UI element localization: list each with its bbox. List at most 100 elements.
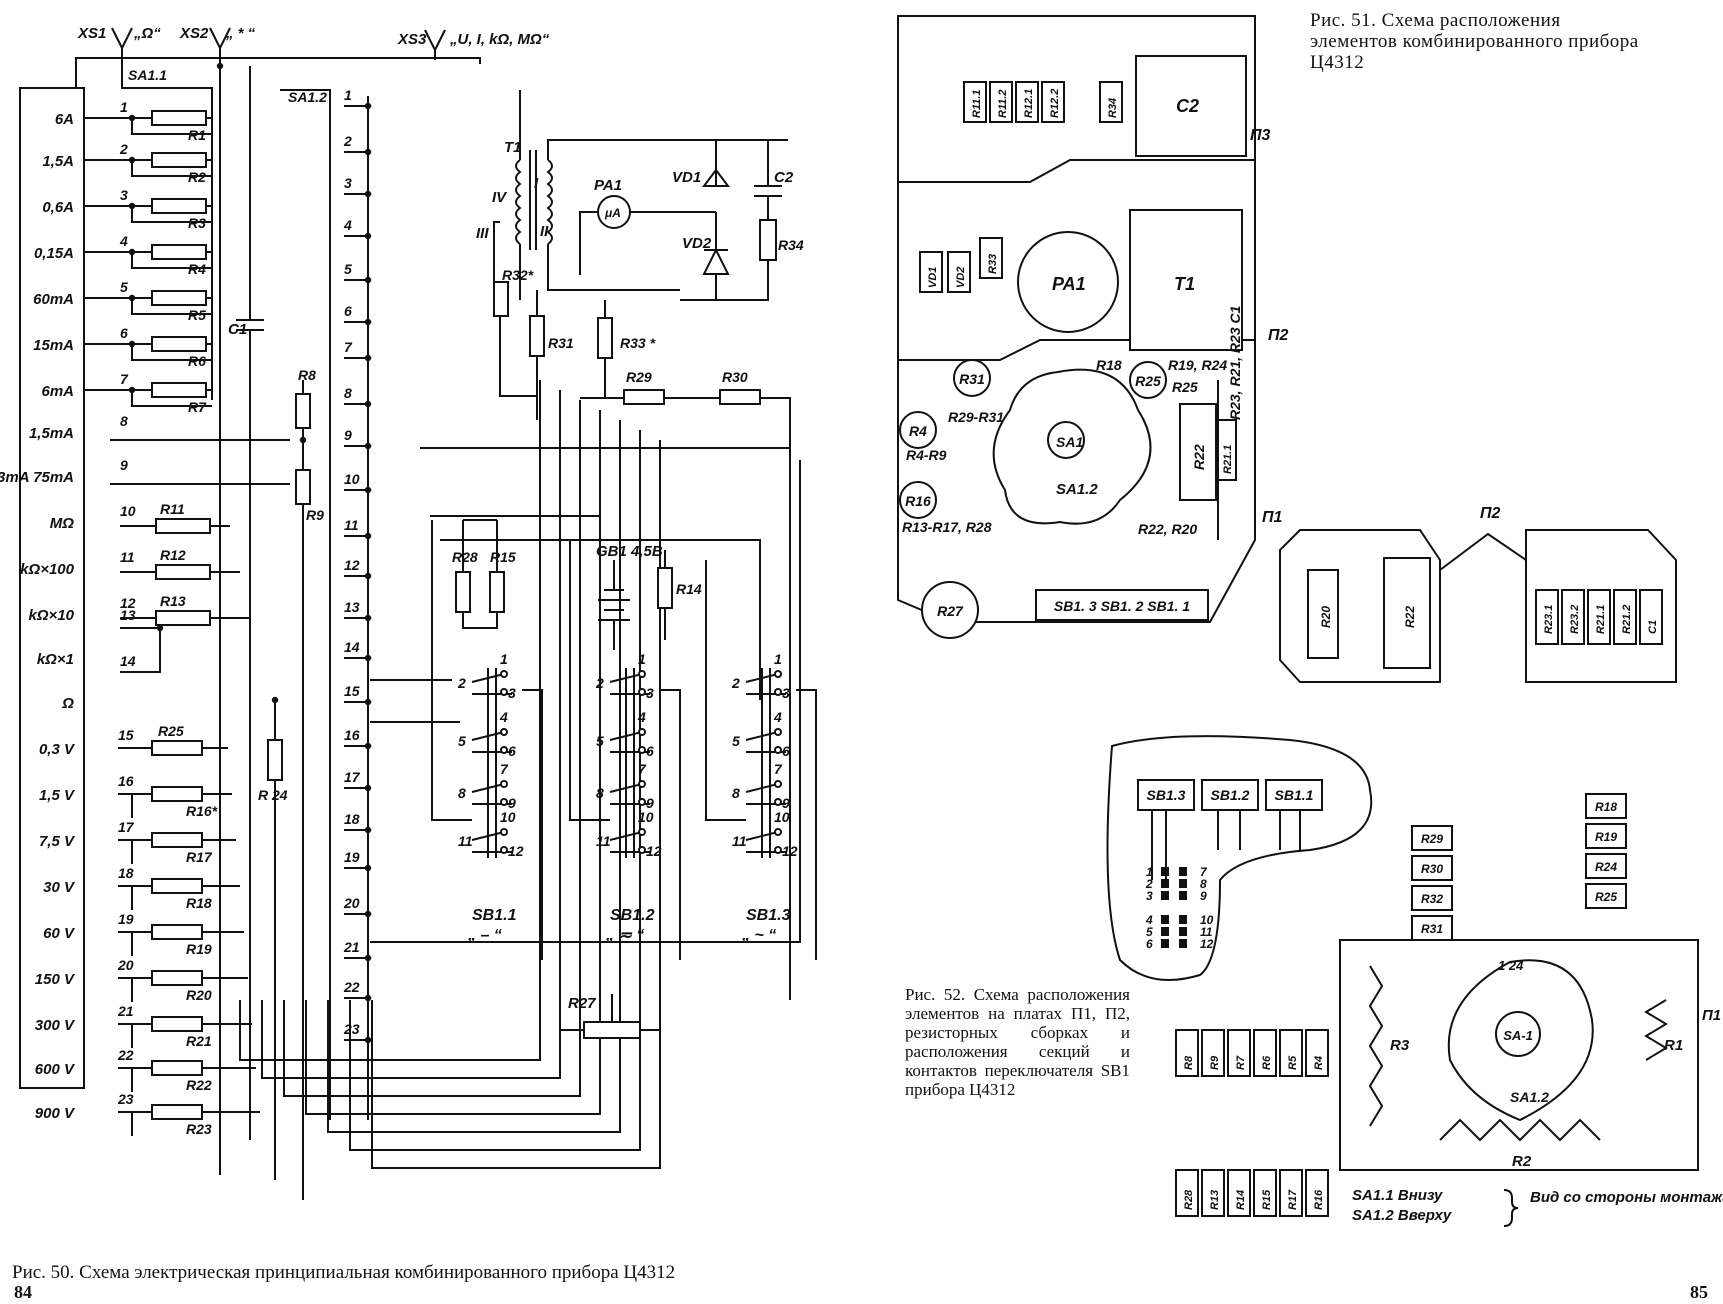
part-C1	[1639, 589, 1663, 645]
r22-label: R22	[1191, 444, 1207, 470]
circle-label: R27	[937, 603, 964, 619]
pa1-label: PA1	[594, 177, 622, 194]
legend-line1: SA1.1 Внизу	[1352, 1187, 1443, 1204]
range-label: 1,5 V	[39, 787, 76, 804]
sb-contact-point	[638, 746, 646, 754]
stack-label: R14	[1235, 1190, 1247, 1210]
sb-section-mode: „ ≂ “	[605, 927, 644, 944]
part-R34	[1099, 81, 1123, 123]
part-label: R11.1	[971, 89, 983, 118]
wire-return-bus	[305, 410, 601, 1115]
wire-top-bus	[75, 57, 481, 88]
contact-pad	[1179, 927, 1187, 936]
t1-label: T1	[504, 139, 522, 156]
circle-R4	[899, 411, 937, 449]
resistor-r9	[295, 469, 311, 505]
part-VD1	[919, 251, 943, 293]
circle-label: R25	[1135, 373, 1161, 389]
junction-dot	[156, 624, 164, 632]
part-R23.1	[1535, 589, 1559, 645]
meter-unit: μA	[604, 206, 621, 220]
sb-contact-point	[774, 846, 782, 854]
part-label: R23.2	[1569, 605, 1581, 634]
circle-label: R16	[905, 493, 931, 509]
p2-detail-right	[1525, 529, 1677, 683]
part-label: VD2	[955, 267, 967, 288]
resistor-R11	[155, 518, 211, 534]
resistor-r27	[583, 1021, 641, 1039]
zigzag-r1	[1644, 999, 1668, 1061]
pos-number: 21	[117, 1003, 134, 1019]
sb-contact-number: 10	[774, 809, 790, 825]
junction-dot	[364, 954, 372, 962]
part-R21.2	[1613, 589, 1637, 645]
wire-sb-bus	[420, 447, 790, 700]
battery-gb1	[598, 589, 630, 621]
resistor-label: R12	[160, 547, 186, 563]
stack-label: R8	[1183, 1055, 1195, 1070]
resistor-R1	[151, 110, 207, 126]
resistor-label: R23	[186, 1121, 212, 1137]
sb-contact-point	[638, 728, 646, 736]
pos-number: 22	[117, 1047, 134, 1063]
wire-sb-common	[370, 460, 801, 943]
part-VD2	[947, 251, 971, 293]
sa12-contact-number: 16	[344, 727, 360, 743]
component-pa1	[1017, 231, 1119, 333]
stack-R30	[1411, 855, 1453, 881]
resistor-R3	[151, 198, 207, 214]
vd1-label: VD1	[672, 169, 701, 186]
sa12-contact-number: 5	[344, 261, 352, 277]
zigzag-r3	[1368, 965, 1384, 1127]
circle-label: R4	[909, 423, 927, 439]
sb-contact-number: 12	[782, 843, 798, 859]
sb-section-name: SB1.3	[746, 907, 791, 924]
range-label: 6mA	[41, 383, 74, 400]
component-r22	[1179, 403, 1217, 501]
sa12-contact-number: 19	[344, 849, 360, 865]
range-label: kΩ×1	[37, 651, 74, 668]
r8-label: R8	[298, 367, 316, 383]
resistor-R13	[155, 610, 211, 626]
contact-pad	[1161, 915, 1169, 924]
sb-contact-point	[500, 828, 508, 836]
junction-dot	[299, 436, 307, 444]
stack-R31	[1411, 915, 1453, 941]
wire-sb-section	[569, 540, 681, 960]
part-label: C1	[1647, 620, 1659, 634]
junction-dot	[364, 148, 372, 156]
annotation: R25	[1172, 379, 1198, 395]
r30-label: R30	[722, 369, 748, 385]
contact-pad	[1179, 891, 1187, 900]
junction-dot	[364, 654, 372, 662]
r2-label: R2	[1512, 1153, 1532, 1170]
stack-R15	[1253, 1169, 1277, 1217]
sb-box-SB1.1	[1265, 779, 1323, 811]
part-label: R23.1	[1543, 605, 1555, 634]
contact-pad	[1179, 939, 1187, 948]
part-R21.1	[1587, 589, 1611, 645]
connector-xs3-symbol	[424, 29, 446, 60]
range-label: kΩ×100	[20, 561, 74, 578]
r9-label: R9	[306, 507, 324, 523]
resistor-r31	[529, 315, 545, 357]
pos-number: 10	[120, 503, 136, 519]
range-label: 15mA	[33, 337, 74, 354]
sb-contact-number: 12	[646, 843, 662, 859]
wire-return-bus	[239, 380, 541, 1061]
wire-t1	[519, 90, 788, 300]
board-p3-label: П3	[1250, 127, 1271, 144]
sa12-contact-number: 10	[344, 471, 360, 487]
stack-label: R6	[1261, 1055, 1273, 1070]
contact-number: 8	[1200, 877, 1207, 891]
junction-dot	[128, 202, 136, 210]
part-label: R34	[1107, 98, 1119, 118]
resistor-R6	[151, 336, 207, 352]
stack-R9	[1201, 1029, 1225, 1077]
part-label: R21.2	[1621, 605, 1633, 634]
junction-dot	[364, 442, 372, 450]
range-label: 30 V	[43, 879, 76, 896]
contact-pad	[1161, 939, 1169, 948]
junction-dot	[364, 318, 372, 326]
wire-return-bus	[349, 430, 641, 1151]
